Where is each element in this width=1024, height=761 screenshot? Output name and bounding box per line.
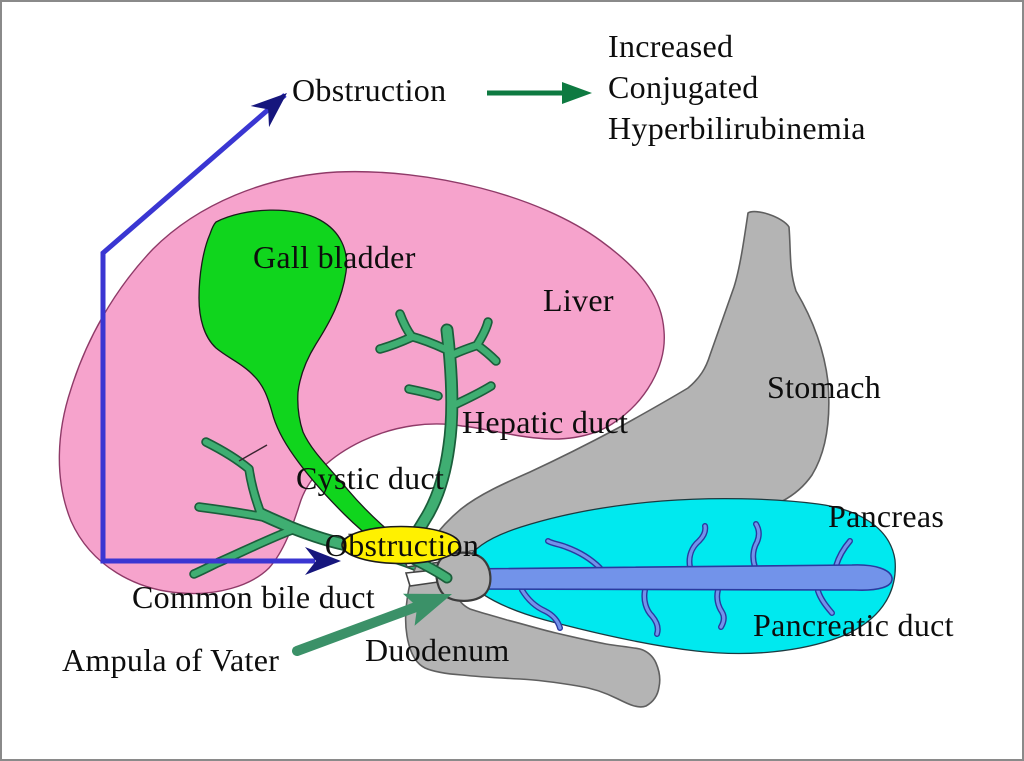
arrow-ampula-head [402,593,452,626]
label-pancreatic-duct: Pancreatic duct [753,607,954,643]
label-gall-bladder: Gall bladder [253,239,416,275]
label-common-bile-duct: Common bile duct [132,579,375,615]
liver-fissure-line [238,444,268,462]
label-pancreas: Pancreas [828,498,944,534]
label-cystic-duct: Cystic duct [296,460,444,496]
label-stomach: Stomach [767,369,881,405]
label-obstruction-site: Obstruction [325,527,479,563]
label-result-line2: Conjugated [608,69,759,105]
ampulla-shape [435,551,492,602]
arrow-ampula-shaft [292,602,421,656]
label-ampula-of-vater: Ampula of Vater [62,642,279,678]
label-hepatic-duct: Hepatic duct [462,404,628,440]
label-liver: Liver [543,282,614,318]
label-result-line3: Hyperbilirubinemia [608,110,866,146]
label-duodenum: Duodenum [365,632,510,668]
pointer-line-blue [100,93,315,564]
pancreatic-duct-shape [453,564,893,591]
label-obstruction-top: Obstruction [292,72,446,108]
arrow-obstruction-result-head [562,82,592,104]
label-result-line1: Increased [608,28,733,64]
obstruction-oval [341,525,461,565]
